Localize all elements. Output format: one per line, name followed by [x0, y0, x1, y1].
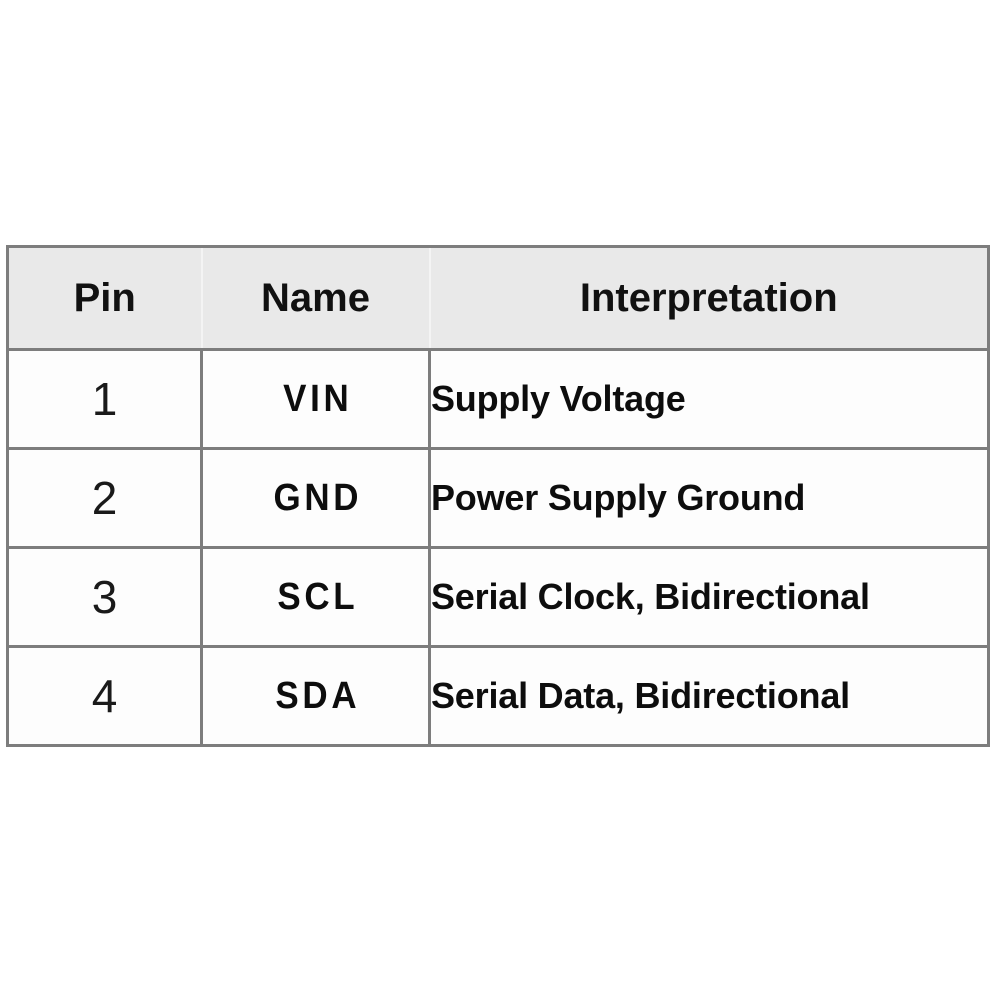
pinout-table: Pin Name Interpretation 1 VIN Supply Vol… — [6, 245, 990, 747]
table-row: 4 SDA Serial Data, Bidirectional — [6, 645, 990, 747]
cell-name: SDA — [209, 645, 422, 747]
column-header-name: Name — [200, 245, 431, 351]
cell-name: SCL — [209, 546, 422, 648]
cell-interpretation: Power Supply Ground — [428, 447, 990, 549]
interpretation-value: Serial Data, Bidirectional — [431, 675, 850, 716]
cell-name: GND — [209, 447, 422, 549]
cell-interpretation: Serial Clock, Bidirectional — [428, 546, 990, 648]
cell-pin: 4 — [6, 645, 203, 747]
name-value: SCL — [276, 576, 358, 618]
interpretation-value: Serial Clock, Bidirectional — [431, 576, 870, 617]
cell-interpretation: Supply Voltage — [428, 348, 990, 450]
pin-value: 3 — [91, 571, 118, 623]
name-value: GND — [272, 477, 362, 519]
cell-name: VIN — [209, 348, 422, 450]
interpretation-value: Power Supply Ground — [431, 477, 806, 518]
pin-value: 1 — [91, 373, 118, 425]
table-header: Pin Name Interpretation — [6, 245, 990, 351]
table-row: 3 SCL Serial Clock, Bidirectional — [6, 546, 990, 648]
table-row: 1 VIN Supply Voltage — [6, 348, 990, 450]
table-body: 1 VIN Supply Voltage 2 GND Power Supply … — [6, 348, 990, 747]
header-row: Pin Name Interpretation — [6, 245, 990, 351]
column-header-pin: Pin — [6, 245, 203, 351]
pin-value: 4 — [91, 670, 118, 722]
name-value: VIN — [282, 378, 352, 420]
column-header-interpretation: Interpretation — [428, 245, 990, 351]
table-row: 2 GND Power Supply Ground — [6, 447, 990, 549]
interpretation-value: Supply Voltage — [431, 378, 686, 419]
cell-pin: 3 — [6, 546, 203, 648]
pin-value: 2 — [91, 472, 118, 524]
cell-interpretation: Serial Data, Bidirectional — [428, 645, 990, 747]
cell-pin: 2 — [6, 447, 203, 549]
name-value: SDA — [274, 675, 360, 717]
cell-pin: 1 — [6, 348, 203, 450]
